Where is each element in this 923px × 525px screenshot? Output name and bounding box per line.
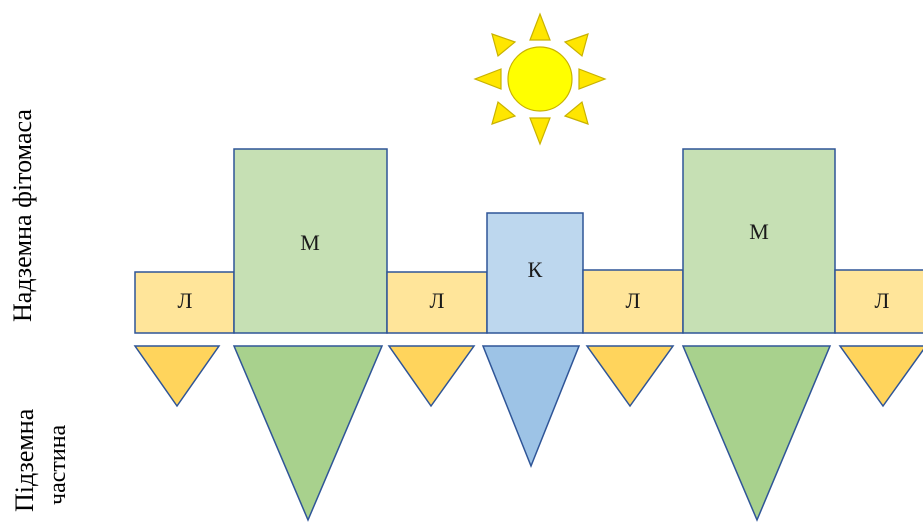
underground-label-line2: частина	[45, 424, 71, 505]
block-l-4-label: Л	[874, 288, 890, 313]
block-l-3	[582, 269, 684, 334]
aboveground-label: Надземна фітомаса	[8, 109, 37, 322]
block-m-2-label: М	[749, 219, 769, 244]
block-l-1-label: Л	[177, 288, 193, 313]
root-l-4	[838, 345, 923, 408]
block-k-label: К	[527, 257, 543, 282]
underground-label-line1: Підземна	[10, 408, 39, 512]
root-l-3	[585, 345, 675, 408]
block-m-1-label: М	[300, 230, 320, 255]
root-l-2	[387, 345, 476, 408]
block-l-2	[386, 271, 488, 334]
root-k	[481, 345, 581, 469]
root-m-1	[232, 345, 384, 522]
block-l-3-label: Л	[625, 288, 641, 313]
block-m-2	[682, 148, 836, 334]
block-l-4	[834, 269, 923, 334]
block-l-2-label: Л	[429, 288, 445, 313]
block-k	[486, 212, 584, 334]
block-l-1	[134, 271, 235, 334]
root-l-1	[133, 345, 221, 408]
root-m-2	[681, 345, 832, 522]
sun-icon	[473, 12, 607, 146]
block-m-1	[233, 148, 388, 334]
